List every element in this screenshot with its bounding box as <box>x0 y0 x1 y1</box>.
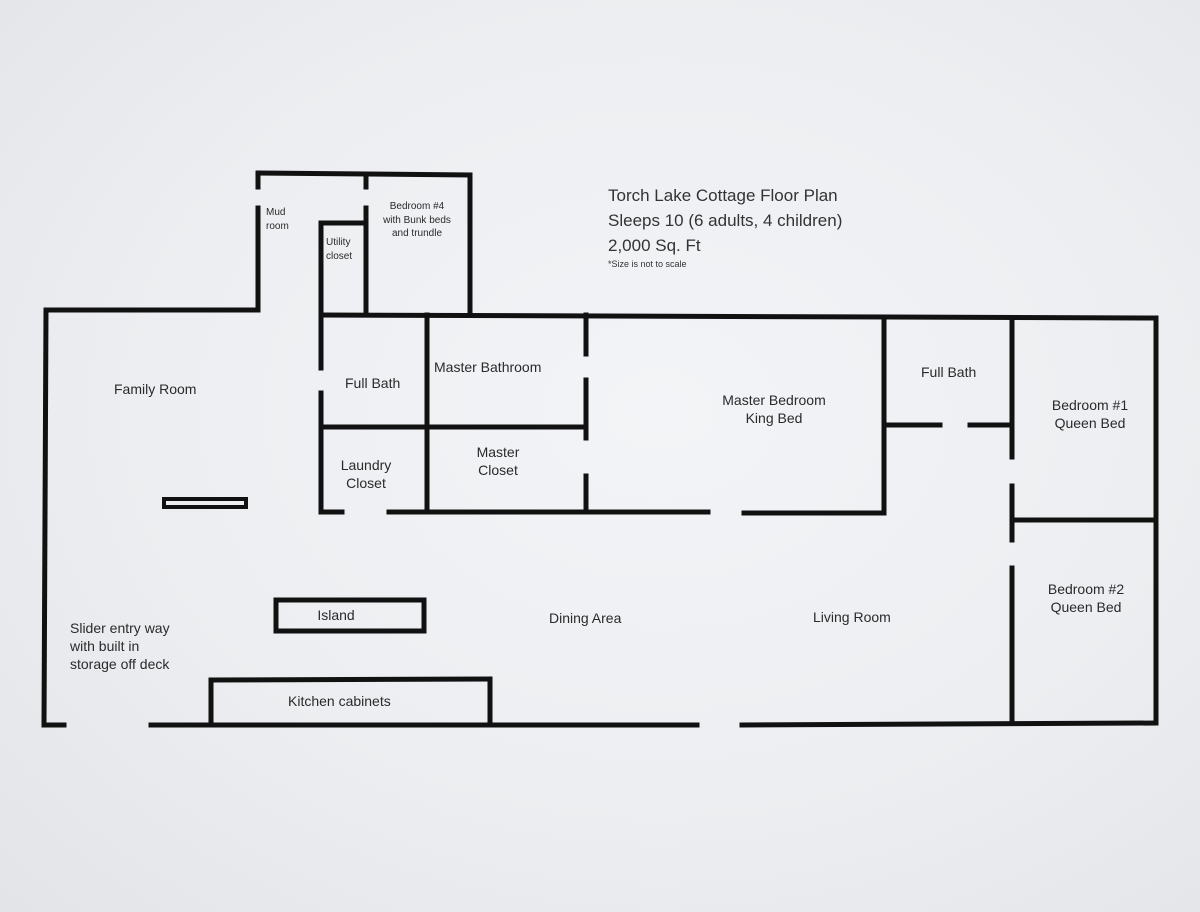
plan-area: 2,000 Sq. Ft <box>608 236 701 255</box>
plan-title: Torch Lake Cottage Floor Plan <box>608 186 838 205</box>
bedroom4-label: Bedroom #4 with Bunk beds and trundle <box>374 200 460 241</box>
mud-room-line: room <box>266 220 289 232</box>
slider-entry-line: storage off deck <box>70 656 170 673</box>
laundry-closet-label: Laundry Closet <box>330 456 402 492</box>
wall <box>739 720 1159 728</box>
plan-capacity: Sleeps 10 (6 adults, 4 children) <box>608 211 843 230</box>
master-closet-label: Master Closet <box>462 443 534 479</box>
master-closet-line: Master <box>476 444 520 460</box>
master-bathroom-label: Master Bathroom <box>434 359 542 375</box>
slider-entry-line: with built in <box>70 638 140 655</box>
utility-closet-line: Utility <box>326 237 351 248</box>
mud-room-label: Mud room <box>266 206 289 233</box>
bedroom2-line: Queen Bed <box>1050 599 1122 616</box>
laundry-closet-line: Closet <box>346 475 386 492</box>
mud-room-line: Mud <box>266 207 286 218</box>
island-outline <box>273 597 427 634</box>
laundry-closet-line: Laundry <box>340 457 392 473</box>
bedroom4-line: with Bunk beds <box>383 214 451 226</box>
master-bedroom-line: Master Bedroom <box>722 392 826 408</box>
master-closet-line: Closet <box>478 462 518 479</box>
bedroom4-line: and trundle <box>391 228 443 239</box>
wall <box>41 307 49 728</box>
utility-closet-line: closet <box>326 250 353 262</box>
master-bedroom-label: Master Bedroom King Bed <box>710 391 838 427</box>
wall <box>318 312 1159 321</box>
bedroom2-line: Bedroom #2 <box>1047 581 1125 597</box>
title-block: Torch Lake Cottage Floor Plan Sleeps 10 … <box>608 183 842 269</box>
bedroom2-label: Bedroom #2 Queen Bed <box>1042 580 1130 616</box>
dining-area-label: Dining Area <box>549 610 622 626</box>
scale-note: *Size is not to scale <box>608 259 687 269</box>
bedroom4-line: Bedroom #4 <box>389 201 445 212</box>
family-room-fixture <box>162 497 248 509</box>
kitchen-cabinets-label: Kitchen cabinets <box>288 693 391 709</box>
bedroom1-label: Bedroom #1 Queen Bed <box>1046 396 1134 432</box>
slider-entry-label: Slider entry way with built in storage o… <box>70 619 170 674</box>
full-bath-right-label: Full Bath <box>921 364 977 380</box>
living-room-label: Living Room <box>813 609 891 625</box>
cabinet-wall <box>208 676 493 683</box>
full-bath-left-label: Full Bath <box>345 375 401 391</box>
slider-entry-line: Slider entry way <box>70 620 170 636</box>
bedroom1-line: Queen Bed <box>1054 415 1126 432</box>
family-room-label: Family Room <box>114 381 197 397</box>
bedroom1-line: Bedroom #1 <box>1051 397 1129 413</box>
utility-closet-label: Utility closet <box>326 236 352 263</box>
island-label: Island <box>317 607 355 623</box>
master-bedroom-line: King Bed <box>745 410 803 427</box>
